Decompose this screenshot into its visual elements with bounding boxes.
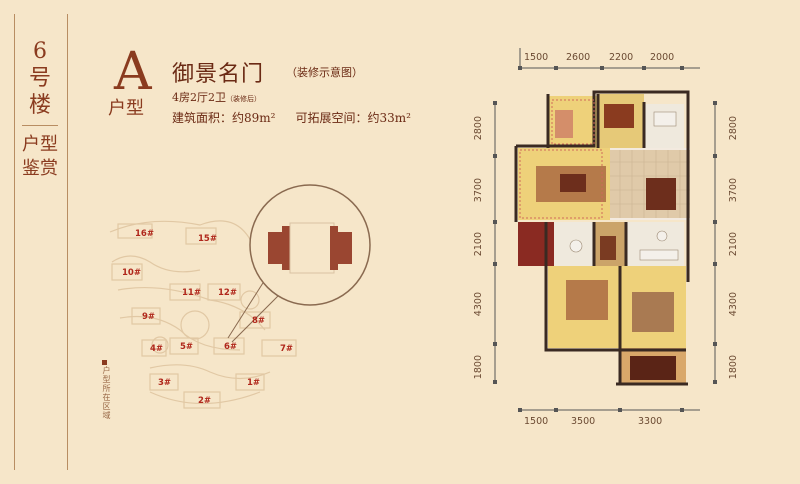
building-label: 11# [182, 288, 201, 298]
building-label: 10# [122, 268, 141, 278]
building-label: 6# [224, 342, 238, 352]
building-label: 9# [142, 312, 156, 322]
area-info: 建筑面积：约89m² 可拓展空间：约33m² [172, 109, 411, 126]
side-panel-frame [14, 14, 68, 470]
building-label: 12# [218, 288, 237, 298]
expand-label: 可拓展空间：约33m² [295, 111, 411, 125]
right-dimension: 1800 [728, 355, 739, 380]
left-dimension: 2100 [473, 232, 484, 257]
building-label: 5# [180, 342, 194, 352]
right-dimension: 4300 [728, 292, 739, 317]
legend-text: 户型所在区域 [102, 366, 111, 420]
balcony-left [518, 222, 554, 266]
building-label: 15# [198, 234, 217, 244]
legend-marker [102, 360, 107, 365]
top-dimension: 1500 [524, 52, 549, 63]
callout-line [227, 274, 269, 339]
top-dimension: 2000 [650, 52, 675, 63]
room-spec: 4房2厅2卫（装修后） [172, 91, 261, 104]
building-number: 6 号 楼 [28, 39, 51, 118]
building-label: 1# [247, 378, 261, 388]
side-divider [22, 125, 58, 126]
walls [514, 90, 690, 386]
building-label: 4# [150, 344, 164, 354]
project-note: （装修示意图） [286, 66, 363, 79]
building-label: 2# [198, 396, 212, 406]
left-dimension: 1800 [473, 355, 484, 380]
left-dimension: 2800 [473, 116, 484, 141]
building-label: 3# [158, 378, 172, 388]
top-dimension: 2600 [566, 52, 591, 63]
right-dimension: 2800 [728, 116, 739, 141]
area-label: 建筑面积：约89m² [172, 111, 276, 125]
left-dimension: 3700 [473, 178, 484, 203]
callout-circle [249, 184, 371, 306]
building-label: 7# [280, 344, 294, 354]
right-dimension: 2100 [728, 232, 739, 257]
bottom-dimension: 1500 [524, 416, 549, 427]
unit-type-letter: A [114, 42, 152, 102]
bottom-dimension: 3500 [571, 416, 596, 427]
top-dimension: 2200 [609, 52, 634, 63]
section-title: 户型 鉴赏 [22, 134, 58, 179]
building-label: 16# [135, 229, 154, 239]
right-dimension: 3700 [728, 178, 739, 203]
project-name: 御景名门 [172, 62, 265, 87]
unit-type-word: 户型 [108, 98, 144, 119]
bottom-dimension: 3300 [638, 416, 663, 427]
building-label: 8# [252, 316, 266, 326]
building-6-highlight [268, 222, 352, 274]
left-dimension: 4300 [473, 292, 484, 317]
